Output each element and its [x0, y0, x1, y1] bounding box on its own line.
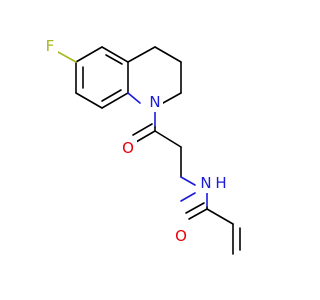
atom-amide-nh: N H — [198, 173, 228, 193]
ketone-oxygen-label: O — [122, 139, 134, 157]
amide-oxygen-label: O — [175, 227, 187, 245]
fluorine-bond — [57, 51, 77, 63]
acyl-chain — [132, 111, 196, 186]
atom-amide-oxygen: O — [172, 226, 190, 246]
acrylamide-group — [180, 185, 241, 255]
amide-nitrogen-label: N — [200, 174, 211, 192]
tetrahydro-ring — [127, 46, 182, 104]
molecule-diagram: F N O N H O — [42, 36, 241, 255]
atom-fluorine: F — [42, 36, 58, 55]
fluorine-label: F — [46, 37, 55, 55]
structure-canvas: F N O N H O — [42, 36, 241, 255]
ring-nitrogen-label: N — [149, 93, 160, 111]
benzene-ring — [75, 46, 129, 109]
atom-ketone-oxygen: O — [119, 138, 137, 158]
amide-hydrogen-label: H — [215, 174, 226, 192]
atom-ring-nitrogen: N — [147, 92, 163, 112]
